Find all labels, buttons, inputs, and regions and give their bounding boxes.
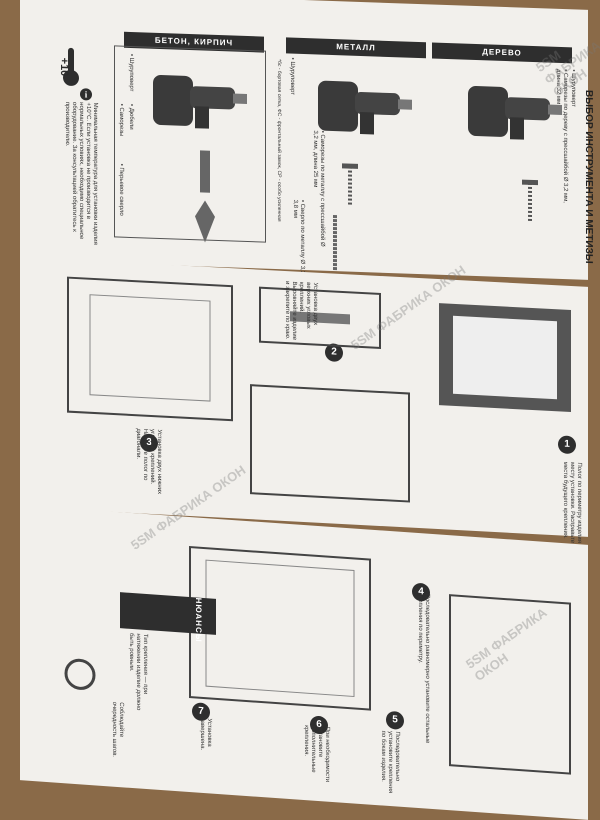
notes-text-2: Соблюдайте очередность шагов. xyxy=(111,701,124,758)
step-7-text: Установка завершена. xyxy=(199,717,212,751)
tools-title: ВЫБОР ИНСТРУМЕНТА И МЕТИЗЫ xyxy=(583,89,594,264)
step-4-text: Последовательно равномерно установите ос… xyxy=(417,592,430,744)
drill-bit-icon xyxy=(333,215,337,272)
net-diagram xyxy=(67,276,233,422)
step-6-text: При необходимости установите дополнитель… xyxy=(303,724,330,783)
instruction-booklet: ДЕРЕВО МЕТАЛЛ БЕТОН, КИРПИЧ ВЫБОР ИНСТРУ… xyxy=(20,0,600,820)
dowel-icon xyxy=(200,150,210,193)
screw-icon xyxy=(522,179,538,223)
step-2-text: Установка двух верхних угловых креплений… xyxy=(284,280,318,341)
thermometer-icon xyxy=(63,47,79,86)
photo-scene: ДЕРЕВО МЕТАЛЛ БЕТОН, КИРПИЧ ВЫБОР ИНСТРУ… xyxy=(20,0,600,820)
step-5-text: Последовательно установите крепления по … xyxy=(380,730,400,794)
step-badge-5: 5 xyxy=(386,710,404,730)
header-metal: МЕТАЛЛ xyxy=(286,37,426,59)
drill-icon xyxy=(153,75,247,129)
steps-page: 1 Полог по периметру изделия примерьте к… xyxy=(20,257,588,578)
net-diagram xyxy=(449,594,571,775)
screw-icon xyxy=(342,163,358,207)
step-3-text: Установка двух нижних угловых креплений.… xyxy=(135,428,162,495)
temp-note: Минимальная температура для установки из… xyxy=(64,101,98,245)
tools-page: ДЕРЕВО МЕТАЛЛ БЕТОН, КИРПИЧ ВЫБОР ИНСТРУ… xyxy=(20,0,594,280)
net-diagram xyxy=(250,384,410,503)
hook-icon xyxy=(64,658,96,690)
frame-diagram xyxy=(439,303,571,412)
drill-icon xyxy=(468,86,562,140)
drill-icon xyxy=(318,80,412,135)
temp-badge: +10 xyxy=(58,57,70,77)
corner-diagram xyxy=(259,286,381,350)
notes-text: Тип крепления — при натяжении изделие до… xyxy=(128,632,148,711)
notes-header: НЮАНСЫ xyxy=(120,592,216,643)
metal-footnote: *бс - бортовая сетка, ФС - фронтальный з… xyxy=(276,59,282,222)
steps-page-2: 4 Последовательно равномерно установите … xyxy=(20,505,588,820)
metal-item-1: • Шуруповерт xyxy=(289,57,295,96)
spade-bit-icon xyxy=(195,200,215,243)
info-icon: i xyxy=(80,88,92,101)
step-badge-1: 1 xyxy=(558,435,576,455)
metal-item-3: • Сверло по металлу Ø 3,2-3,8 мм xyxy=(292,199,305,277)
